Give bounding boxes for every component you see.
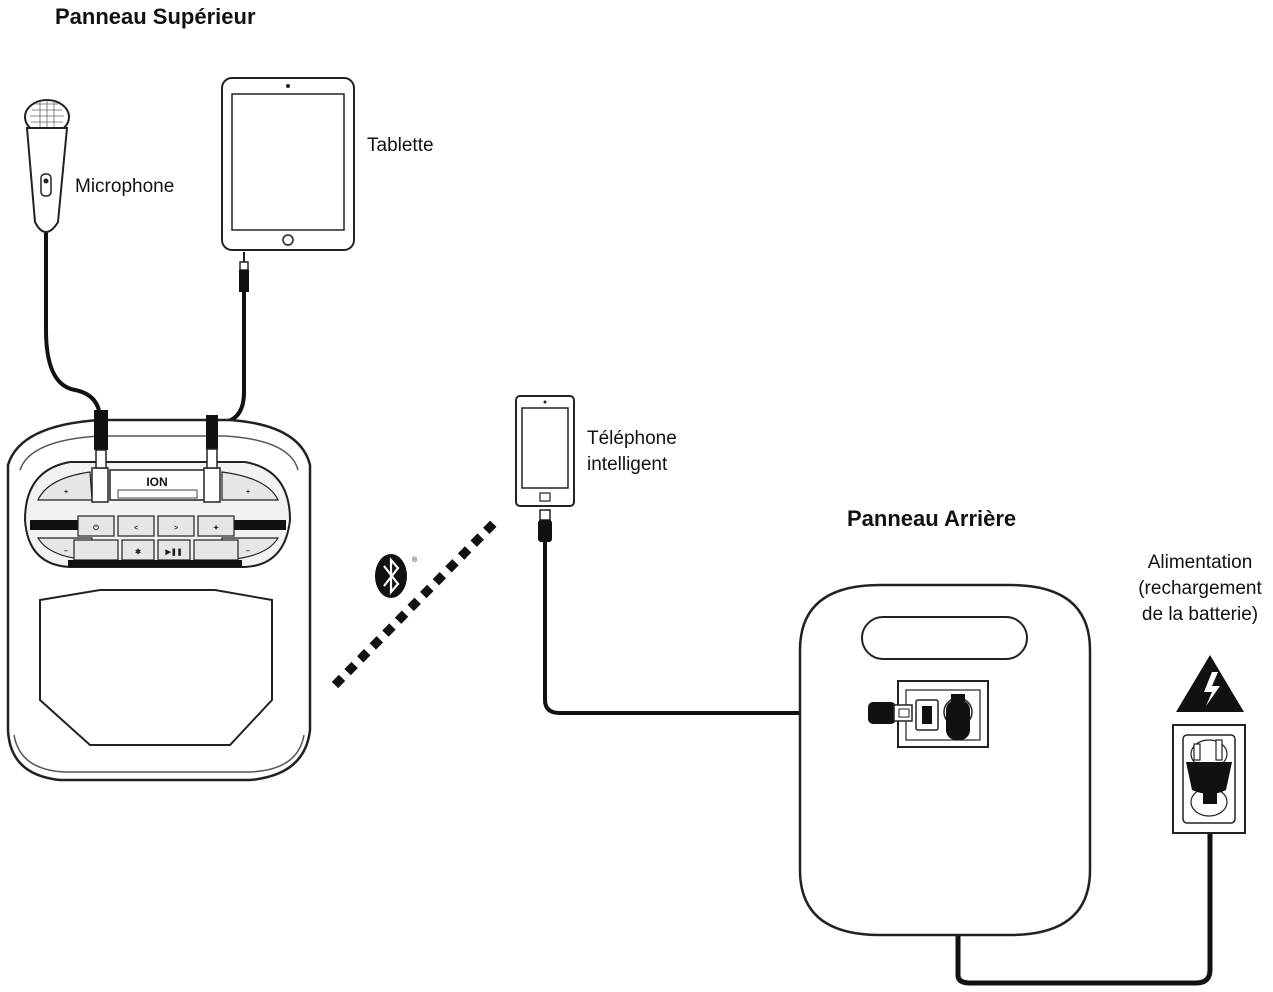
svg-text:⏻: ⏻ xyxy=(93,524,99,532)
tablet xyxy=(221,77,355,292)
svg-text:®: ® xyxy=(412,556,418,564)
power-label-line2: (rechargement xyxy=(1138,578,1262,599)
rear-panel-heading: Panneau Arrière xyxy=(847,506,1017,531)
microphone xyxy=(24,99,70,234)
bluetooth-link xyxy=(331,518,499,689)
top-panel-heading: Panneau Supérieur xyxy=(55,4,256,29)
svg-text:–: – xyxy=(64,548,68,555)
power-label: Alimentation (rechargement de la batteri… xyxy=(1126,550,1273,628)
svg-text:–: – xyxy=(246,548,250,555)
wall-outlet xyxy=(1172,724,1246,834)
speaker-rear-panel xyxy=(798,583,1092,937)
high-voltage-warning-icon xyxy=(1176,655,1244,712)
svg-text:+: + xyxy=(246,489,250,496)
speaker-top-panel: ION + – + – ⏻ < > xyxy=(6,410,312,782)
smartphone-label-line2: intelligent xyxy=(587,454,668,475)
svg-text:+: + xyxy=(64,489,68,496)
svg-text:>: > xyxy=(174,525,178,532)
svg-text:✱: ✱ xyxy=(135,548,141,556)
microphone-cable xyxy=(44,232,102,445)
bluetooth-icon: ® xyxy=(375,554,418,598)
usb-charging-cable xyxy=(543,540,870,715)
smartphone-label-line1: Téléphone xyxy=(587,428,677,449)
svg-text:✦: ✦ xyxy=(213,524,219,532)
svg-text:▶❚❚: ▶❚❚ xyxy=(164,548,182,556)
svg-text:<: < xyxy=(134,525,138,532)
microphone-label: Microphone xyxy=(75,176,175,197)
brand-logo: ION xyxy=(146,475,167,489)
tablet-label: Tablette xyxy=(367,135,434,156)
smartphone xyxy=(515,395,575,542)
power-label-line3: de la batterie) xyxy=(1141,604,1259,625)
smartphone-label: Téléphone intelligent xyxy=(587,426,677,478)
power-label-line1: Alimentation xyxy=(1147,552,1253,573)
power-cable xyxy=(955,740,1213,986)
